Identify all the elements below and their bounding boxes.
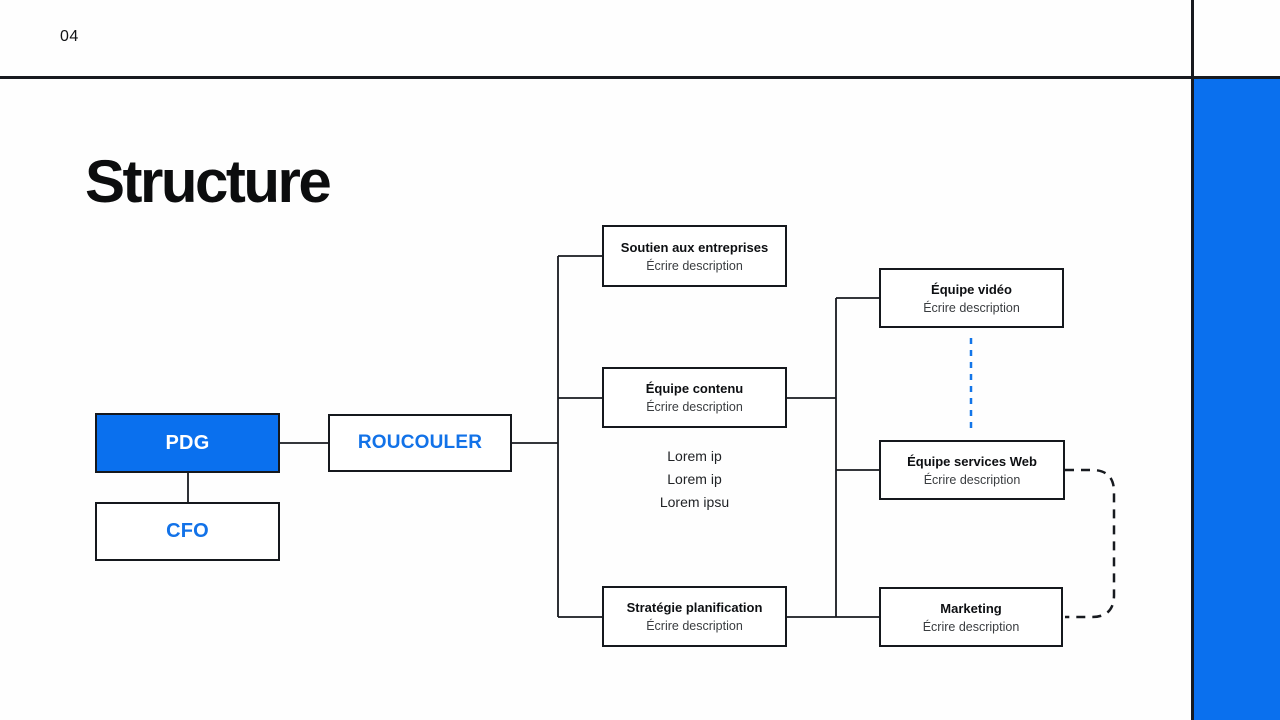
slide-title: Structure	[85, 148, 332, 215]
placeholder-notes: Lorem ip Lorem ip Lorem ipsu	[602, 445, 787, 514]
org-node-video-title: Équipe vidéo	[931, 281, 1012, 297]
org-node-roucouler-label: ROUCOULER	[357, 432, 483, 453]
org-node-servicesweb-description: Écrire description	[923, 472, 1021, 487]
org-node-equipe-video[interactable]: Équipe vidéo Écrire description	[879, 268, 1064, 328]
dashed-connector-servicesweb-marketing	[1065, 468, 1116, 619]
org-node-contenu-description: Écrire description	[646, 400, 743, 414]
placeholder-note-line: Lorem ipsu	[659, 494, 730, 510]
org-node-pdg-label: PDG	[165, 431, 210, 454]
placeholder-note-line: Lorem ip	[667, 471, 722, 487]
org-node-pdg[interactable]: PDG	[95, 413, 280, 473]
org-node-roucouler[interactable]: ROUCOULER	[328, 414, 512, 472]
org-node-cfo-label: CFO	[166, 520, 209, 542]
org-node-soutien-description: Écrire description	[646, 258, 743, 273]
org-node-contenu-title: Équipe contenu	[645, 381, 744, 396]
org-node-strategie-title: Stratégie planification	[626, 600, 763, 615]
org-node-marketing-title: Marketing	[940, 600, 1002, 616]
org-node-marketing-description: Écrire description	[922, 619, 1020, 634]
org-node-marketing[interactable]: Marketing Écrire description	[879, 587, 1063, 647]
page-number: 04	[60, 28, 79, 45]
org-node-equipe-contenu[interactable]: Équipe contenu Écrire description	[602, 367, 787, 428]
accent-side-bar	[1194, 79, 1280, 720]
placeholder-note-line: Lorem ip	[667, 448, 722, 464]
org-node-soutien-entreprises[interactable]: Soutien aux entreprises Écrire descripti…	[602, 225, 787, 287]
org-node-servicesweb-title: Équipe services Web	[907, 453, 1037, 469]
org-node-cfo[interactable]: CFO	[95, 502, 280, 561]
vertical-divider-line	[1191, 0, 1194, 720]
org-node-video-description: Écrire description	[923, 300, 1020, 315]
org-node-equipe-services-web[interactable]: Équipe services Web Écrire description	[879, 440, 1065, 500]
org-node-strategie-planification[interactable]: Stratégie planification Écrire descripti…	[602, 586, 787, 647]
org-node-soutien-title: Soutien aux entreprises	[620, 239, 769, 255]
header-divider-line	[0, 76, 1280, 79]
org-node-strategie-description: Écrire description	[646, 619, 743, 633]
